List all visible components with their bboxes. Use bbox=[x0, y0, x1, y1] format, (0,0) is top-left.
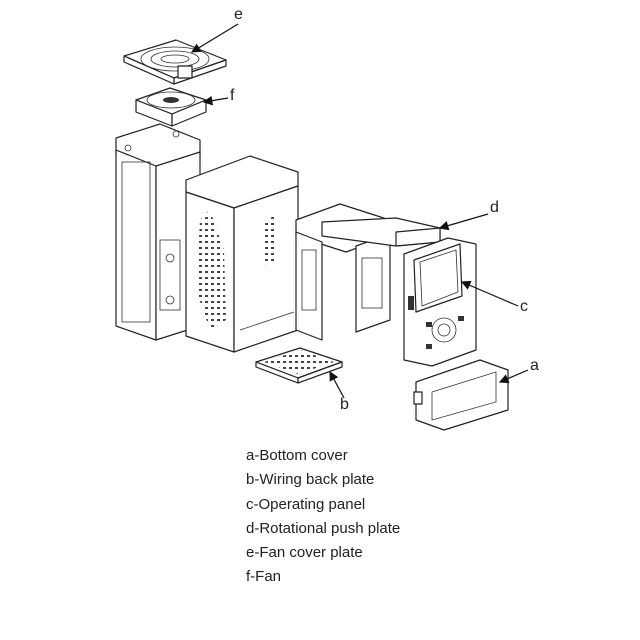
callout-label-a: a bbox=[530, 357, 539, 374]
legend-item-a: a-Bottom cover bbox=[246, 447, 348, 464]
wiring-back-plate bbox=[255, 347, 343, 384]
callout-arrow-e bbox=[190, 23, 239, 53]
callout-arrow-b bbox=[329, 370, 345, 399]
callout-arrow-a bbox=[498, 369, 529, 384]
front-cover bbox=[185, 155, 299, 353]
operating-panel bbox=[403, 237, 477, 367]
rotational-push-plate bbox=[321, 217, 441, 247]
legend-item-e: e-Fan cover plate bbox=[246, 544, 363, 562]
callout-arrow-f bbox=[202, 95, 229, 106]
fan bbox=[135, 87, 207, 127]
legend-item-f: f-Fan bbox=[246, 568, 282, 586]
legend-item-b: b-Wiring back plate bbox=[246, 471, 375, 489]
callout-label-d: d bbox=[490, 199, 499, 216]
legend-item-d: d-Rotational push plate bbox=[246, 519, 401, 537]
callout-label-f: f bbox=[230, 87, 235, 104]
callout-arrow-c bbox=[460, 280, 519, 307]
callout-label-e: e bbox=[234, 6, 243, 23]
bottom-cover bbox=[413, 359, 509, 431]
parts-legend: a-Bottom cover b-Wiring back plate c-Ope… bbox=[246, 444, 400, 590]
callout-label-c: c bbox=[520, 298, 528, 315]
fan-cover-plate bbox=[123, 39, 227, 85]
legend-item-c: c-Operating panel bbox=[246, 495, 366, 513]
callout-label-b: b bbox=[340, 396, 349, 413]
callout-arrow-d bbox=[438, 213, 489, 231]
